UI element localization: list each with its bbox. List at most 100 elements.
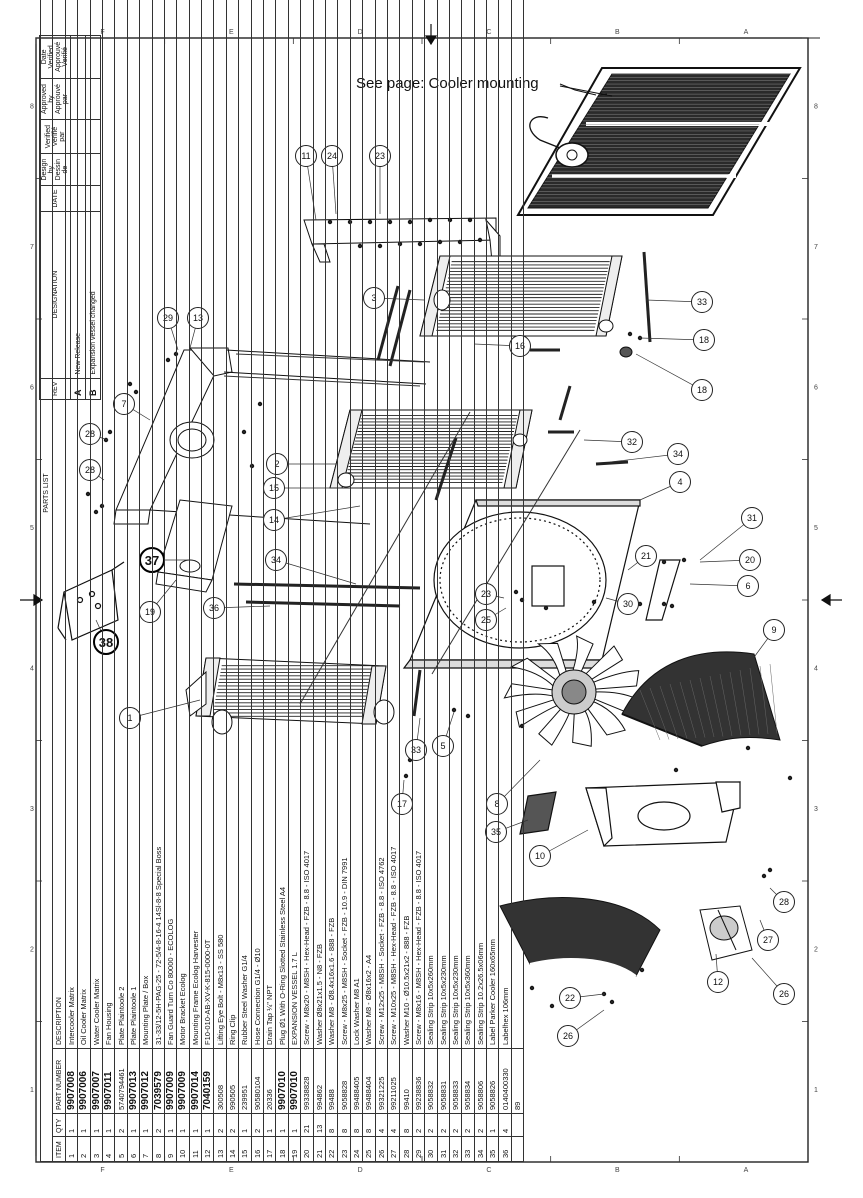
qty-cell: 2 xyxy=(213,1113,227,1137)
item-cell: 25 xyxy=(362,1136,376,1162)
description-cell: Screw - M8x16 - M8SH - Hex-Head - FZB - … xyxy=(412,0,425,1049)
item-cell: 10 xyxy=(176,1136,190,1162)
callout-balloon: 34 xyxy=(667,443,689,465)
description-cell: Labelhex 106mm xyxy=(498,0,512,1049)
description-cell: Sealing Strip 10x5x260mm xyxy=(424,0,437,1049)
description-cell: Screw - M8x25 - M8SH - Socket - FZB - 10… xyxy=(337,0,351,1049)
qty-cell: 1 xyxy=(486,1113,499,1137)
border-letter: E xyxy=(229,29,234,36)
part-number-cell: 99238836 xyxy=(412,1048,425,1114)
callout-balloon: 15 xyxy=(263,477,285,499)
callout-balloon: 19 xyxy=(139,601,161,623)
description-cell: Washer M8 - Ø8.4x16x1.6 - 888 - FZB xyxy=(325,0,338,1049)
part-number-cell: 5740794461 xyxy=(114,1048,128,1114)
item-cell: 27 xyxy=(387,1136,400,1162)
part-number-cell: 239951 xyxy=(238,1048,252,1114)
qty-cell: 8 xyxy=(350,1113,363,1137)
callout-balloon: 33 xyxy=(405,739,427,761)
part-number-header: PART NUMBER xyxy=(52,1048,66,1114)
border-letter: E xyxy=(229,1167,234,1174)
part-number-cell: 99488405 xyxy=(350,1048,363,1114)
description-cell: Plug Ø1 With O-Ring Slotted Stainless St… xyxy=(275,0,289,1049)
part-number-cell: 9058833 xyxy=(449,1048,462,1114)
description-cell: Plate Plaintoole 2 xyxy=(114,0,128,1049)
callout-balloon: 3 xyxy=(363,287,385,309)
cooler-mounting-note: See page: Cooler mounting xyxy=(356,75,539,92)
qty-cell: 2 xyxy=(152,1113,165,1137)
qty-cell: 21 xyxy=(300,1113,314,1137)
item-cell: 12 xyxy=(201,1136,214,1162)
callout-balloon: 11 xyxy=(295,145,317,167)
description-cell: Washer M8 - Ø8x16x2 - A4 xyxy=(362,0,376,1049)
parts-list: PARTS LIST ITEM QTY PART NUMBER DESCRIPT… xyxy=(40,0,524,1162)
item-cell: 24 xyxy=(350,1136,363,1162)
qty-cell: 1 xyxy=(263,1113,276,1137)
description-cell: Sealing Strip 10x5x230mm xyxy=(449,0,462,1049)
callout-balloon: 8 xyxy=(486,793,508,815)
qty-cell: 2 xyxy=(437,1113,450,1137)
qty-cell: 1 xyxy=(127,1113,140,1137)
border-letter: D xyxy=(358,29,363,36)
fan-guard xyxy=(621,651,781,747)
item-cell: 5 xyxy=(114,1136,128,1162)
qty-cell: 2 xyxy=(226,1113,239,1137)
item-cell: 28 xyxy=(399,1136,413,1162)
border-number: 1 xyxy=(814,1087,818,1094)
part-number-cell: 9907006 xyxy=(77,1048,91,1114)
description-cell: Mounting Plate / Box xyxy=(139,0,153,1049)
water-cooler-matrix xyxy=(419,255,633,358)
part-number-cell: 99338828 xyxy=(300,1048,314,1114)
description-cell: Washer Ø8x21x1.5 - N8 - FZB xyxy=(313,0,326,1049)
border-number: 5 xyxy=(814,525,818,532)
qty-cell: 8 xyxy=(362,1113,376,1137)
part-number-cell: 90580104 xyxy=(251,1048,264,1114)
callout-balloon: 23 xyxy=(475,583,497,605)
qty-cell: 1 xyxy=(90,1113,103,1137)
description-cell: F10-010-AB-XV-K-815-0000-0T xyxy=(201,0,214,1049)
callout-balloon: 17 xyxy=(391,793,413,815)
callout-balloon: 32 xyxy=(621,431,643,453)
description-cell: Water Cooler Matrix xyxy=(90,0,103,1049)
note-leader xyxy=(559,85,613,97)
item-cell: 14 xyxy=(226,1136,239,1162)
description-cell: Lock Washer M8 A1 xyxy=(350,0,363,1049)
description-cell: Lifting Eye Bolt - M8x13 - SS 580 xyxy=(213,0,227,1049)
description-cell: 31-33/12-5H-PAG-25 - 72-5/4-8-16-4 14Sl-… xyxy=(152,0,165,1049)
item-cell: 2 xyxy=(77,1136,91,1162)
qty-cell: 8 xyxy=(399,1113,413,1137)
border-number: 8 xyxy=(30,103,34,110)
part-number-cell: 9058834 xyxy=(461,1048,475,1114)
qty-cell: 1 xyxy=(189,1113,202,1137)
description-cell: Oil Cooler Matrix xyxy=(77,0,91,1049)
qty-cell: 1 xyxy=(139,1113,153,1137)
item-cell: 7 xyxy=(139,1136,153,1162)
callout-balloon: 7 xyxy=(113,393,135,415)
description-cell: Screw - M8x20 - M8SH - Hex-Head - FZB - … xyxy=(300,0,314,1049)
border-letter: D xyxy=(358,1167,363,1174)
item-cell: 22 xyxy=(325,1136,338,1162)
item-cell: 32 xyxy=(449,1136,462,1162)
description-cell: Label Parker Cooler 160x65mm xyxy=(486,0,499,1049)
callout-balloon: 4 xyxy=(669,471,691,493)
part-number-cell: 99488 xyxy=(325,1048,338,1114)
qty-cell: 2 xyxy=(251,1113,264,1137)
part-number-cell: 99211025 xyxy=(387,1048,400,1114)
item-cell: 30 xyxy=(424,1136,437,1162)
mounting-frame-top xyxy=(303,217,501,263)
border-letter: F xyxy=(100,29,104,36)
item-cell: 19 xyxy=(288,1136,301,1162)
callout-balloon: 24 xyxy=(321,145,343,167)
border-letter: B xyxy=(615,29,620,36)
